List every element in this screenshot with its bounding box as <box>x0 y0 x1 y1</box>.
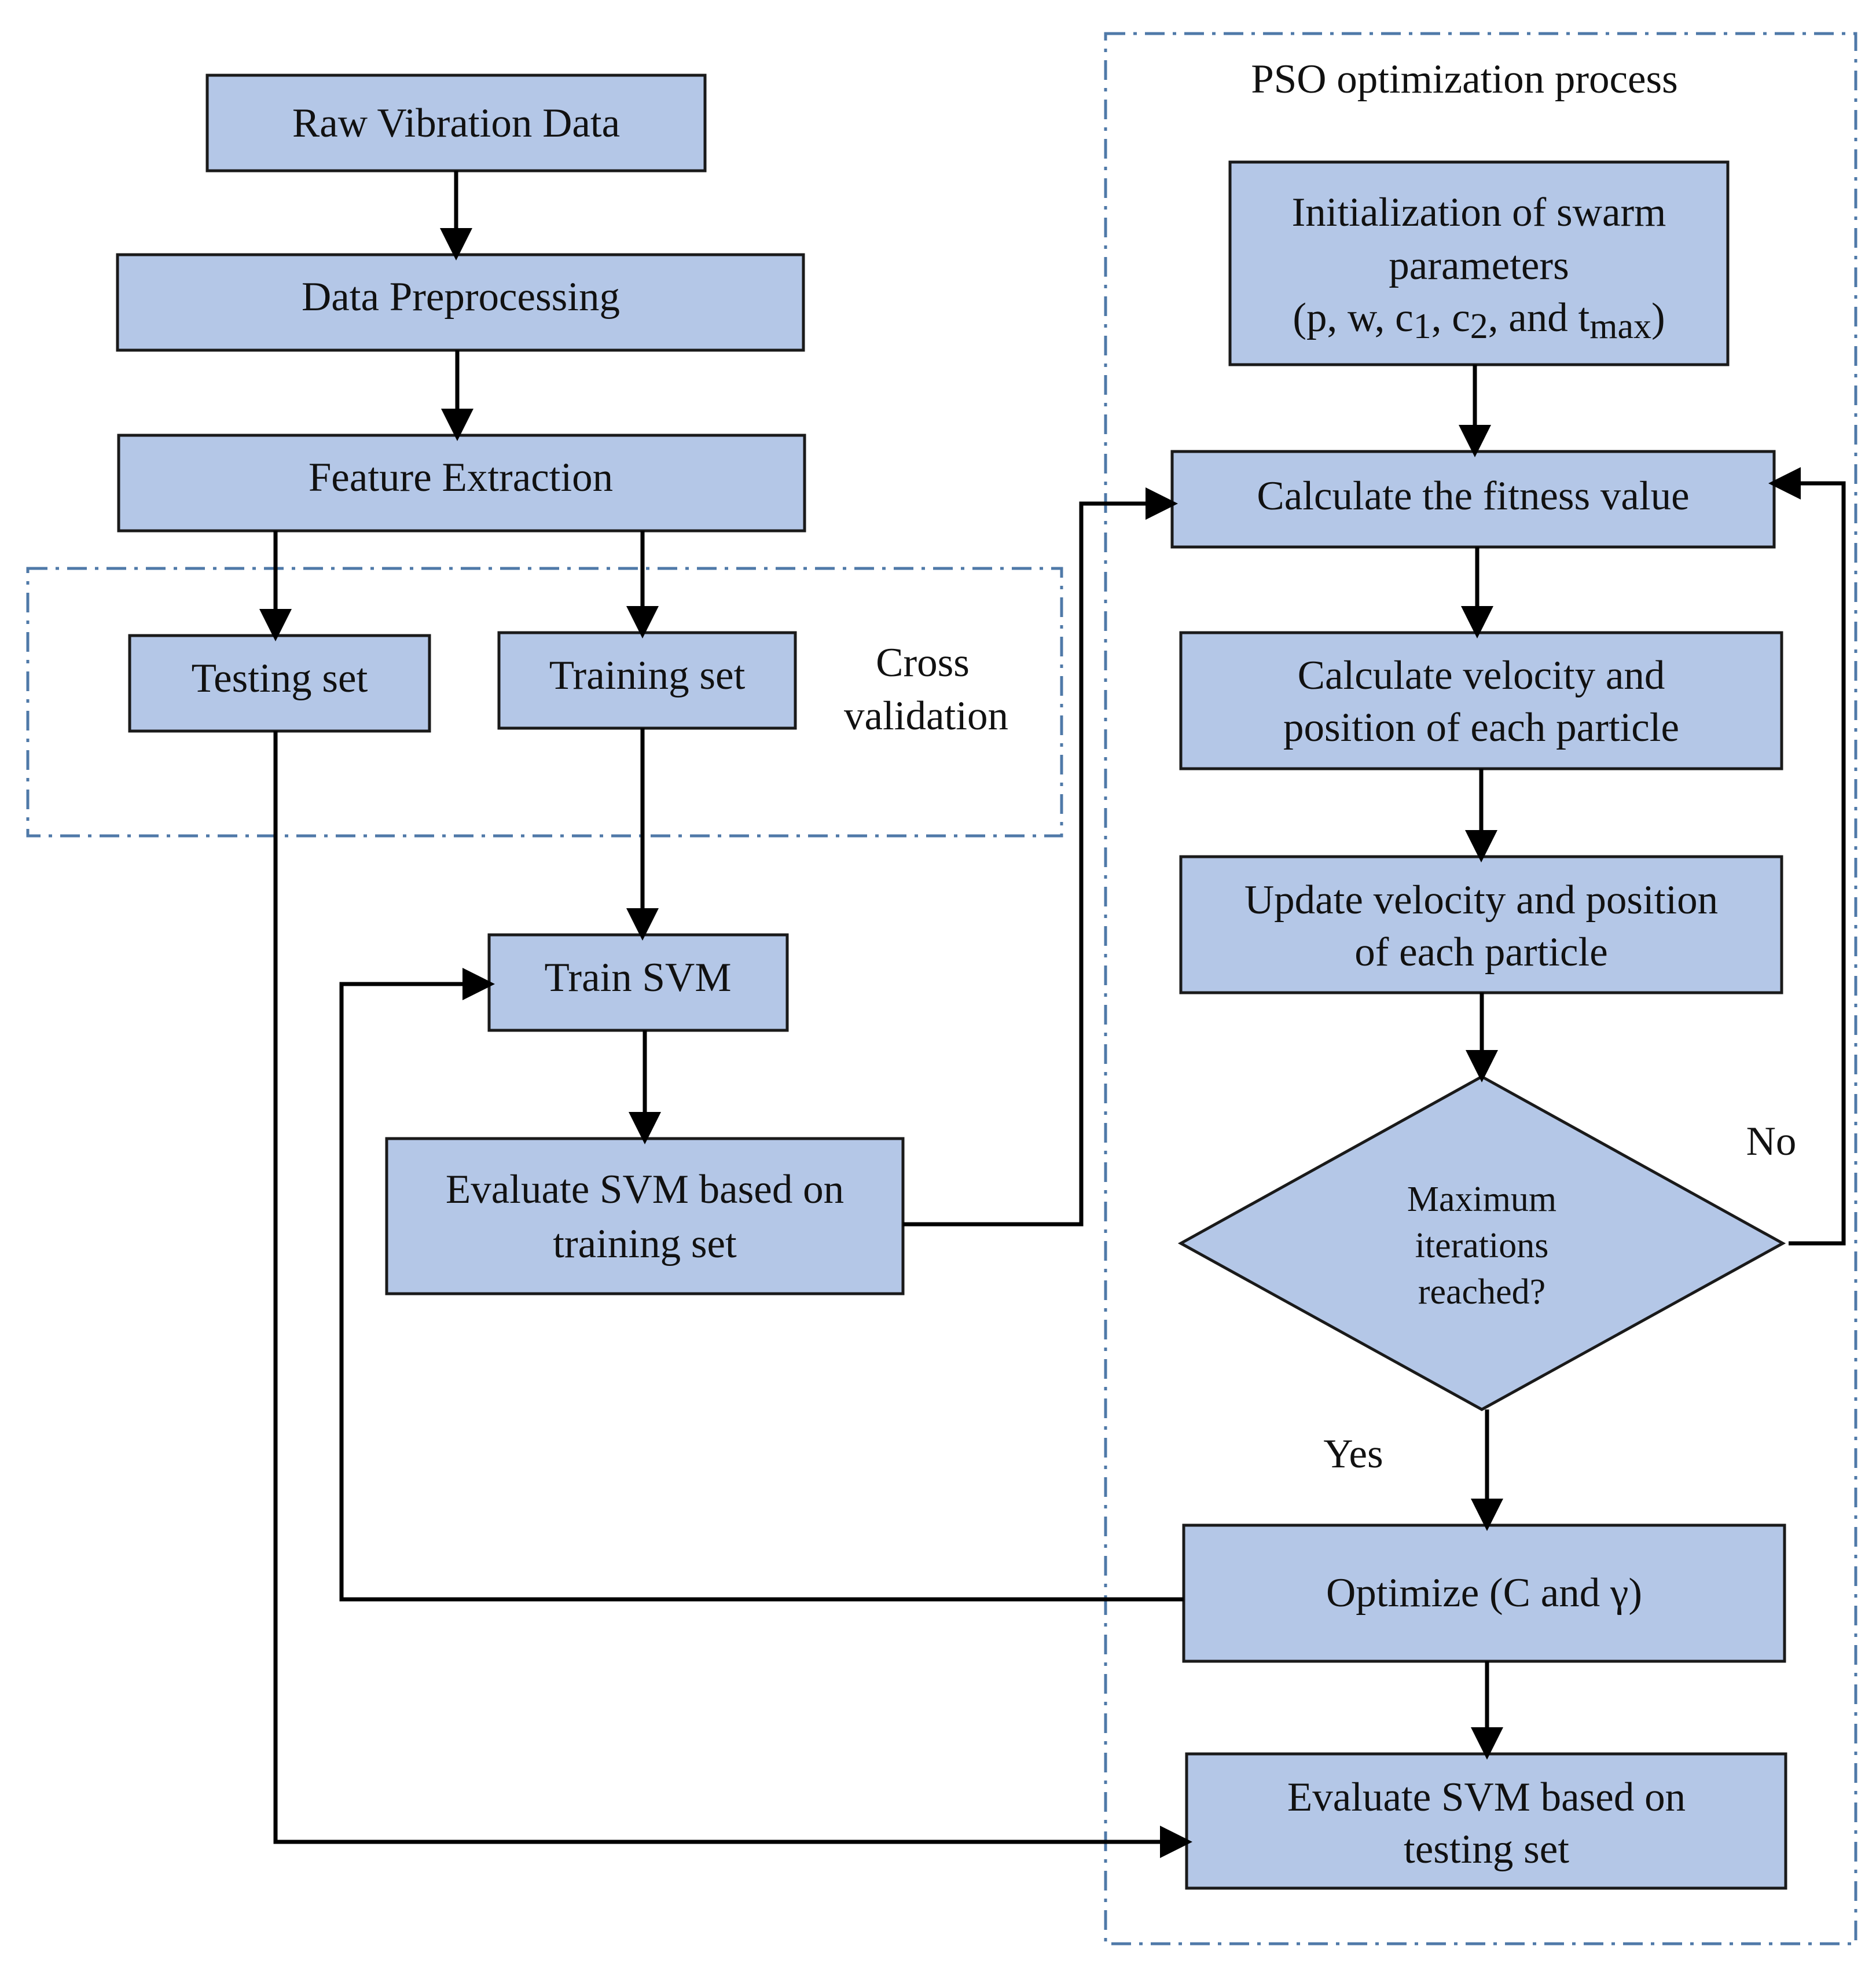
init-swarm-box: Initialization of swarm parameters (p, w… <box>1228 160 1730 366</box>
raw-vibration-data-label: Raw Vibration Data <box>292 101 620 146</box>
testing-set-label: Testing set <box>192 656 368 701</box>
cross-validation-label-line2: validation <box>844 693 1008 739</box>
arrow-decision-no-to-fitness <box>1768 467 1846 1246</box>
arrow-testing-to-evaluate-testing <box>273 731 1192 1858</box>
calc-fitness-box: Calculate the fitness value <box>1170 450 1776 549</box>
update-velocity-box: Update velocity and position of each par… <box>1179 855 1783 994</box>
arrow-optimize-to-train-svm <box>339 968 1184 1602</box>
train-svm-box: Train SVM <box>487 933 789 1032</box>
cross-validation-label-line1: Cross <box>876 640 970 685</box>
optimize-label: Optimize (C and γ) <box>1326 1570 1642 1616</box>
feature-extraction-label: Feature Extraction <box>309 455 613 500</box>
optimize-box: Optimize (C and γ) <box>1182 1524 1786 1663</box>
testing-set-box: Testing set <box>128 634 431 733</box>
pso-process-label: PSO optimization process <box>1251 57 1678 102</box>
init-swarm-label-line2: parameters <box>1389 243 1569 288</box>
arrow-evaluate-to-fitness <box>903 487 1178 1227</box>
raw-vibration-data-box: Raw Vibration Data <box>205 74 707 172</box>
training-set-label: Training set <box>549 653 746 698</box>
cross-validation-group <box>26 567 1063 838</box>
evaluate-svm-training-box: Evaluate SVM based on training set <box>385 1137 905 1295</box>
decision-label-line3: reached? <box>1418 1272 1545 1312</box>
evaluate-svm-training-label-line2: training set <box>553 1221 737 1266</box>
init-swarm-label-line3: (p, w, c1, c2, and tmax) <box>1293 295 1665 346</box>
max-iterations-decision: Maximum iterations reached? <box>1177 1075 1786 1411</box>
data-preprocessing-box: Data Preprocessing <box>116 253 805 352</box>
decision-label-line1: Maximum <box>1407 1180 1556 1219</box>
feature-extraction-box: Feature Extraction <box>117 434 806 533</box>
data-preprocessing-label: Data Preprocessing <box>302 274 620 320</box>
evaluate-svm-testing-box: Evaluate SVM based on testing set <box>1185 1752 1787 1890</box>
update-velocity-label-line1: Update velocity and position <box>1244 878 1718 923</box>
evaluate-svm-testing-label-line2: testing set <box>1404 1827 1569 1872</box>
calc-velocity-box: Calculate velocity and position of each … <box>1179 631 1783 770</box>
calc-velocity-label-line1: Calculate velocity and <box>1298 653 1665 698</box>
calc-fitness-label: Calculate the fitness value <box>1257 473 1689 519</box>
training-set-box: Training set <box>497 631 797 730</box>
evaluate-svm-testing-label-line1: Evaluate SVM based on <box>1287 1775 1686 1820</box>
pso-process-group <box>1104 32 1857 1945</box>
calc-velocity-label-line2: position of each particle <box>1283 705 1679 750</box>
decision-label-line2: iterations <box>1415 1226 1549 1265</box>
edge-label-no: No <box>1746 1119 1797 1164</box>
init-swarm-label-line1: Initialization of swarm <box>1292 190 1666 235</box>
train-svm-label: Train SVM <box>545 955 732 1000</box>
edge-label-yes: Yes <box>1323 1431 1383 1477</box>
update-velocity-label-line2: of each particle <box>1354 930 1608 975</box>
evaluate-svm-training-label-line1: Evaluate SVM based on <box>446 1167 844 1212</box>
